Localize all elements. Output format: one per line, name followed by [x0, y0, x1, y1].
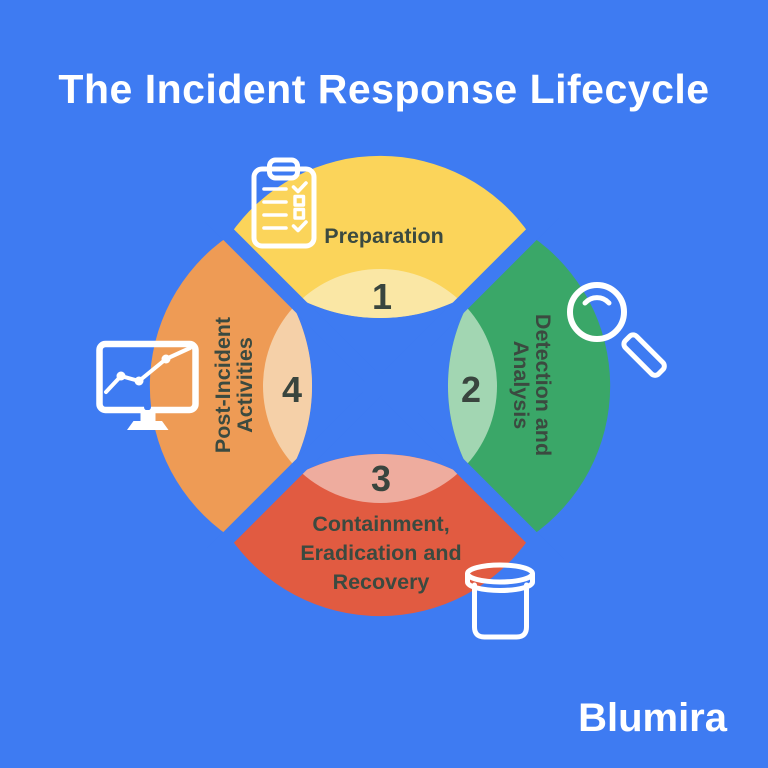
stage-label-line: Analysis	[509, 341, 533, 429]
divider-stripes	[190, 196, 570, 576]
stage-petal-post-incident	[149, 235, 313, 537]
divider-stripe	[190, 196, 570, 576]
monitor-chart-icon	[96, 340, 199, 430]
storage-container-icon	[465, 562, 535, 640]
clipboard-icon	[251, 157, 317, 249]
monitor-camera-dot	[144, 403, 151, 411]
stage-number-3: 3	[371, 458, 391, 499]
monitor-stand-base	[127, 421, 169, 430]
stage-label-preparation: Preparation	[324, 224, 443, 248]
stage-label-post-incident: Post-Incident Activities	[211, 317, 257, 453]
stage-label-line: Detection and	[531, 314, 555, 456]
stage-label-line: Post-Incident	[211, 317, 235, 453]
petal-shape	[149, 235, 312, 537]
stage-number-2: 2	[461, 369, 481, 410]
stage-label-line: Containment,	[312, 512, 449, 536]
stage-label-line: Activities	[233, 337, 257, 433]
brand-logo: Blumira	[578, 696, 727, 740]
magnifying-glass-icon	[567, 282, 667, 378]
stage-label-line: Recovery	[333, 570, 430, 594]
stage-label-line: Eradication and	[300, 541, 461, 565]
stage-label-detection-analysis: Detection and Analysis	[509, 314, 555, 456]
petal-shape	[229, 453, 531, 617]
page-title: The Incident Response Lifecycle	[58, 66, 710, 112]
stage-label-containment-eradication-recovery: Containment, Eradication and Recovery	[300, 512, 461, 594]
stage-number-1: 1	[372, 276, 392, 317]
stage-number-4: 4	[282, 369, 302, 410]
stage-petal-containment-eradication-recovery	[229, 453, 531, 617]
monitor-stand-neck	[140, 410, 156, 422]
